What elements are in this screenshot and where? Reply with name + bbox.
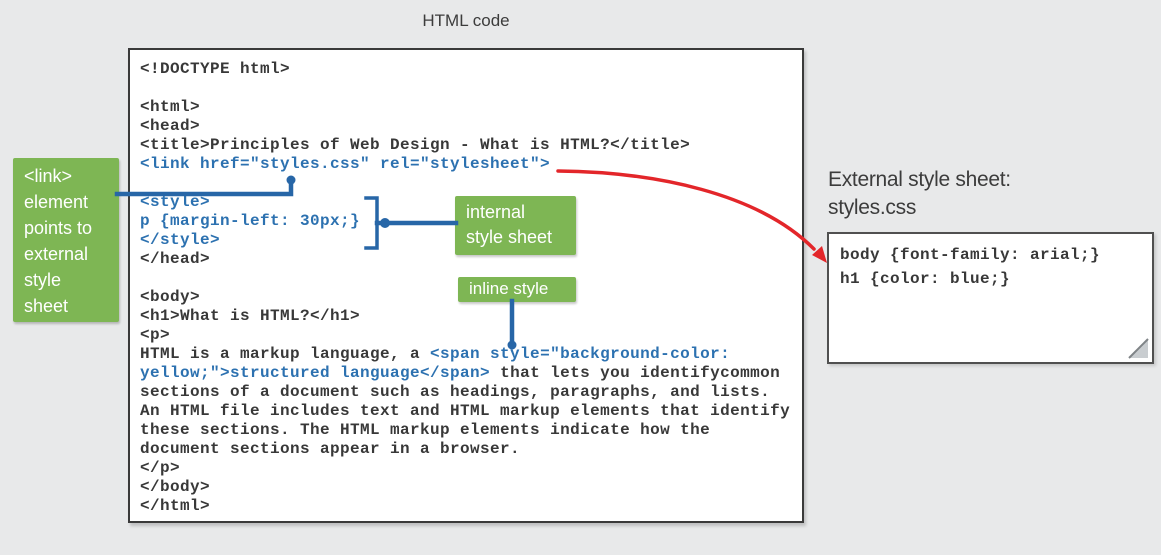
external-sheet-arrow-head <box>812 246 827 263</box>
code-segment: <body> <box>140 288 201 306</box>
inline-style-label: inline style <box>458 277 576 302</box>
code-lines: <!DOCTYPE html> <html><head><title>Princ… <box>130 50 802 516</box>
link-element-label: <link> element points to external style … <box>13 158 119 322</box>
code-segment: An HTML file includes text and HTML mark… <box>140 402 791 420</box>
code-line: <!DOCTYPE html> <box>140 60 802 79</box>
code-segment: yellow;">structured language</span> <box>140 364 491 382</box>
page-fold-edge <box>1128 338 1149 359</box>
code-line <box>140 174 802 193</box>
code-segment: that lets you identifycommon <box>490 364 781 382</box>
code-segment: document sections appear in a browser. <box>140 440 521 458</box>
external-code-lines: body {font-family: arial;} h1 {color: bl… <box>829 234 1152 291</box>
code-box-title: HTML code <box>422 11 510 30</box>
code-line: </style> <box>140 231 802 250</box>
code-segment: </p> <box>140 459 181 477</box>
code-line: </head> <box>140 250 802 269</box>
code-segment: <head> <box>140 117 201 135</box>
code-line: <html> <box>140 98 802 117</box>
code-segment: these sections. The HTML markup elements… <box>140 421 711 439</box>
code-line: these sections. The HTML markup elements… <box>140 421 802 440</box>
code-line: p {margin-left: 30px;} <box>140 212 802 231</box>
code-line: sections of a document such as headings,… <box>140 383 802 402</box>
external-stylesheet-box: body {font-family: arial;} h1 {color: bl… <box>827 232 1154 364</box>
code-line: </p> <box>140 459 802 478</box>
page-fold-icon <box>1128 338 1149 359</box>
code-line <box>140 79 802 98</box>
code-segment: <style> <box>140 193 211 211</box>
code-segment: <html> <box>140 98 201 116</box>
code-segment: </body> <box>140 478 211 496</box>
code-line: <title>Principles of Web Design - What i… <box>140 136 802 155</box>
code-segment: <p> <box>140 326 171 344</box>
code-line: HTML is a markup language, a <span style… <box>140 345 802 364</box>
code-line: </html> <box>140 497 802 516</box>
code-line: An HTML file includes text and HTML mark… <box>140 402 802 421</box>
code-line: <style> <box>140 193 802 212</box>
html-code-box: <!DOCTYPE html> <html><head><title>Princ… <box>128 48 804 523</box>
external-code-line: body {font-family: arial;} <box>840 246 1101 264</box>
code-line: <h1>What is HTML?</h1> <box>140 307 802 326</box>
code-segment: </head> <box>140 250 211 268</box>
code-line: <body> <box>140 288 802 307</box>
code-line: document sections appear in a browser. <box>140 440 802 459</box>
code-segment: sections of a document such as headings,… <box>140 383 771 401</box>
code-line: yellow;">structured language</span> that… <box>140 364 802 383</box>
external-code-line: h1 {color: blue;} <box>840 270 1011 288</box>
code-line: <link href="styles.css" rel="stylesheet"… <box>140 155 802 174</box>
internal-style-sheet-label: internal style sheet <box>455 196 576 255</box>
code-segment: <!DOCTYPE html> <box>140 60 291 78</box>
external-sheet-filename: styles.css <box>828 196 917 219</box>
code-line: <head> <box>140 117 802 136</box>
code-line: </body> <box>140 478 802 497</box>
code-segment: <h1>What is HTML?</h1> <box>140 307 361 325</box>
code-segment: </html> <box>140 497 211 515</box>
code-line: <p> <box>140 326 802 345</box>
code-segment: <link href="styles.css" rel="stylesheet"… <box>140 155 551 173</box>
code-segment: <span style="background-color: <box>430 345 731 363</box>
external-sheet-title-line: External style sheet: <box>828 168 1011 191</box>
external-sheet-title: External style sheet: styles.css <box>828 166 1011 222</box>
code-segment: HTML is a markup language, a <box>140 345 431 363</box>
code-segment: </style> <box>140 231 221 249</box>
code-segment: <title>Principles of Web Design - What i… <box>140 136 691 154</box>
code-segment: p {margin-left: 30px;} <box>140 212 361 230</box>
